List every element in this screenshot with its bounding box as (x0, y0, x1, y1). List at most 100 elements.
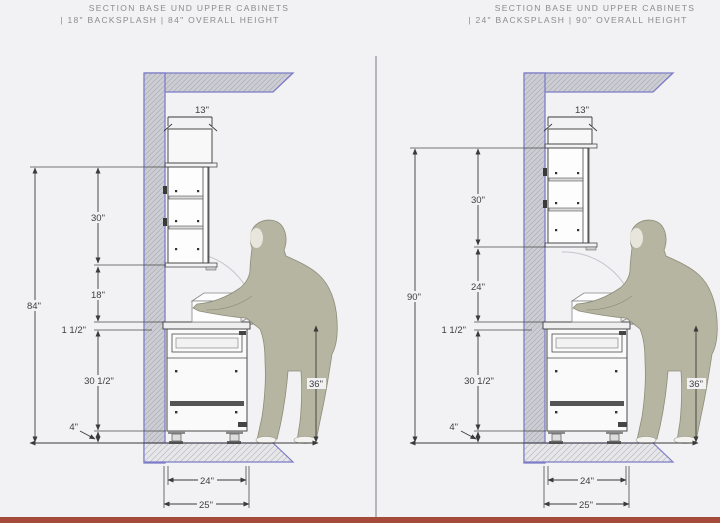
dim-4-leader (79, 430, 96, 440)
base-cabinet (546, 328, 628, 444)
left-structure (143, 72, 338, 464)
dim-base-depth: 24" (580, 476, 594, 487)
left-title: SECTION BASE UND UPPER CABINETS | 18" BA… (60, 3, 289, 25)
open-cabinet (547, 147, 589, 244)
dim-base-height: 30 1/2" (464, 376, 494, 387)
shelf (168, 225, 204, 230)
light-rail (205, 266, 217, 271)
soffit-filler-cabinet (167, 128, 213, 164)
label-bg (89, 289, 108, 300)
dim-counter-height: 36" (309, 379, 323, 390)
peg (235, 411, 238, 414)
back-wall (143, 72, 166, 464)
label-bg (198, 475, 217, 485)
dim-backsplash: 24" (471, 282, 485, 293)
dim-base-height: 30 1/2" (84, 376, 114, 387)
person-shoe (293, 436, 317, 444)
peg (175, 411, 178, 414)
dim-upper-depth: 13" (195, 105, 209, 116)
hinge (163, 186, 167, 194)
panel-title-line2: | 24" BACKSPLASH | 90" OVERALL HEIGHT (468, 15, 687, 25)
peg (615, 411, 618, 414)
floor-slab (143, 442, 295, 463)
dim-counter-height: 36" (689, 379, 703, 390)
leg-foot (169, 441, 183, 444)
leg (551, 433, 562, 442)
right-dimensions: 30" 24" 1 1/2" 30 1/2" 4" 90" (404, 147, 586, 443)
floor-slab (523, 442, 675, 463)
person-shoe (673, 436, 697, 444)
left-panel: SECTION BASE UND UPPER CABINETS | 18" BA… (24, 3, 338, 511)
latch (239, 331, 246, 335)
soffit-wall (524, 72, 675, 93)
person-face (630, 228, 643, 248)
latch (618, 422, 627, 427)
dim-upper-depth: 13" (575, 105, 589, 116)
leg-flange (226, 431, 243, 434)
hinge (163, 218, 167, 226)
top-drawer-panel (175, 337, 239, 349)
peg (555, 411, 558, 414)
hinge (543, 200, 547, 208)
top-drawer (551, 333, 623, 353)
peg (615, 370, 618, 373)
person-arm-line (205, 295, 253, 311)
leg-flange (548, 431, 565, 434)
soffit-filler-cabinet (547, 128, 593, 145)
dim-upper-height: 30" (91, 213, 105, 224)
left-dimensions: 13" 30" 18" 1 1/2" 30 1/2" 4" 84" (24, 105, 326, 511)
person-shoe (255, 436, 277, 444)
shelf (548, 207, 584, 212)
latch (619, 331, 626, 335)
latch (238, 422, 247, 427)
countertop (542, 321, 631, 330)
dim-counter-thickness: 1 1/2" (61, 325, 86, 336)
dim-overall-depth: 25" (579, 500, 593, 511)
dim-upper-height: 30" (471, 195, 485, 206)
label-bg (197, 499, 216, 509)
leg-foot (549, 441, 563, 444)
leg (171, 433, 182, 442)
dim-toe-kick: 4" (449, 422, 458, 433)
bottom-accent-strip (0, 517, 720, 523)
back-wall (523, 72, 546, 464)
top-drawer (171, 333, 243, 353)
label-bg (577, 499, 596, 509)
person-shoe (635, 436, 657, 444)
label-bg (469, 194, 488, 205)
soffit-wall (144, 72, 295, 93)
dim-counter-thickness: 1 1/2" (441, 325, 466, 336)
right-panel: SECTION BASE UND UPPER CABINETS | 24" BA… (404, 3, 718, 511)
dim-tick (588, 123, 598, 132)
countertop (162, 321, 251, 330)
label-bg (89, 212, 108, 223)
label-bg (578, 475, 597, 485)
cabinet-bottom-ledge (544, 242, 598, 248)
panel-title-line2: | 18" BACKSPLASH | 84" OVERALL HEIGHT (60, 15, 279, 25)
label-bg (80, 375, 117, 386)
shelf-pegs (175, 190, 200, 251)
dim-overall-height: 90" (407, 292, 421, 303)
person-arm-line (585, 295, 633, 311)
shelf-pegs (555, 172, 580, 232)
label-bg (687, 378, 706, 389)
open-cabinet (167, 166, 209, 264)
peg (175, 370, 178, 373)
cabinet-ledge (544, 143, 598, 149)
shelf (548, 177, 584, 182)
dim-tick (208, 123, 218, 132)
peg (555, 370, 558, 373)
left-upper-cabinet (163, 128, 218, 271)
drawer-rail (550, 401, 624, 406)
person-silhouette (192, 219, 338, 442)
dim-tick (543, 123, 553, 132)
top-drawer-panel (555, 337, 619, 349)
hinge (543, 168, 547, 176)
leg (229, 433, 240, 442)
cabinet-ledge (164, 162, 218, 168)
person-face (250, 228, 263, 248)
panel-title-line1: SECTION BASE UND UPPER CABINETS (89, 3, 289, 13)
dim-overall-depth: 25" (199, 500, 213, 511)
leg-flange (168, 431, 185, 434)
